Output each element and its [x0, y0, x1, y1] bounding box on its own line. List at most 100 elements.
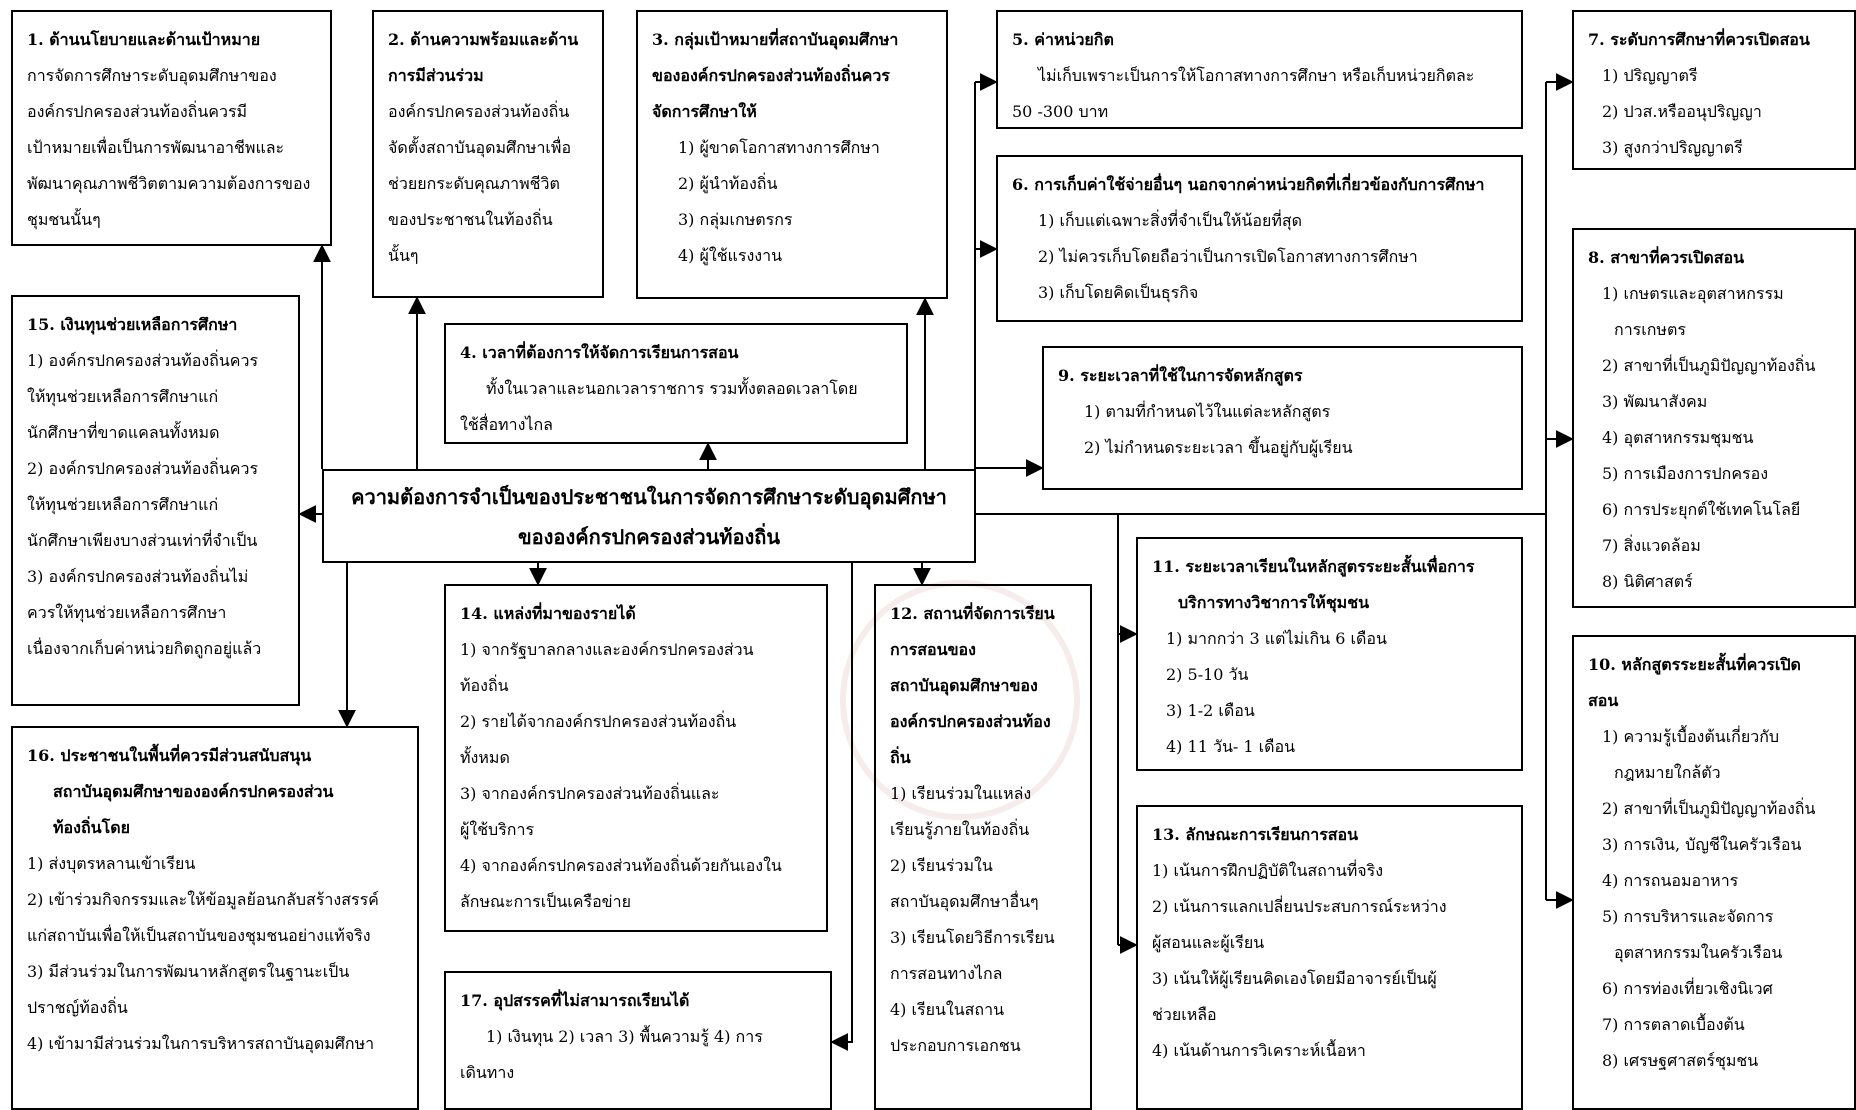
box8-body-2: 2) สาขาที่เป็นภูมิปัญญาท้องถิ่น — [1602, 356, 1816, 375]
box11: 11. ระยะเวลาเรียนในหลักสูตรระยะสั้นเพื่อ… — [1136, 537, 1523, 771]
box17-body-0: 1) เงินทุน 2) เวลา 3) พื้นความรู้ 4) การ — [486, 1027, 763, 1046]
box8-body-4: 4) อุตสาหกรรมชุมชน — [1602, 428, 1754, 447]
box12-body-5: การสอนทางไกล — [890, 964, 1003, 983]
box12-body-2: 2) เรียนร่วมใน — [890, 856, 993, 875]
box15-title-0: 15. เงินทุนช่วยเหลือการศึกษา — [27, 315, 238, 334]
box14-body-4: 3) จากองค์กรปกครองส่วนท้องถิ่นและ — [460, 784, 720, 803]
box4: 4. เวลาที่ต้องการให้จัดการเรียนการสอน ทั… — [444, 323, 908, 444]
box7-body-0: 1) ปริญญาตรี — [1602, 66, 1698, 85]
box8-body-6: 6) การประยุกต์ใช้เทคโนโลยี — [1602, 500, 1801, 519]
box12: 12. สถานที่จัดการเรียน การสอนของ สถาบันอ… — [874, 584, 1092, 1110]
center-main-topic: ความต้องการจำเป็นของประชาชนในการจัดการศึ… — [322, 469, 976, 563]
box15-body-0: 1) องค์กรปกครองส่วนท้องถิ่นควร — [27, 351, 259, 370]
box11-body-1: 2) 5-10 วัน — [1166, 665, 1249, 684]
box15-body-6: 3) องค์กรปกครองส่วนท้องถิ่นไม่ — [27, 567, 249, 586]
box12-body-6: 4) เรียนในสถาน — [890, 1000, 1005, 1019]
box13-body-3: 3) เน้นให้ผู้เรียนคิดเองโดยมีอาจารย์เป็น… — [1152, 969, 1437, 988]
center-title-line1: ความต้องการจำเป็นของประชาชนในการจัดการศึ… — [351, 485, 947, 509]
box5-body-1: 50 -300 บาท — [1012, 102, 1109, 121]
box12-body-4: 3) เรียนโดยวิธีการเรียน — [890, 928, 1055, 947]
box3: 3. กลุ่มเป้าหมายที่สถาบันอุดมศึกษา ขององ… — [636, 10, 948, 299]
box12-body-1: เรียนรู้ภายในท้องถิ่น — [890, 820, 1030, 839]
center-title-line2: ขององค์กรปกครองส่วนท้องถิ่น — [517, 525, 780, 549]
box2-title-0: 2. ด้านความพร้อมและด้าน — [388, 30, 579, 49]
box10: 10. หลักสูตรระยะสั้นที่ควรเปิด สอน 1) คว… — [1572, 635, 1856, 1110]
box16-title-0: 16. ประชาชนในพื้นที่ควรมีส่วนสนับสนุน — [27, 746, 312, 765]
box8-body-3: 3) พัฒนาสังคม — [1602, 392, 1708, 411]
box15-body-4: ให้ทุนช่วยเหลือการศึกษาแก่ — [27, 495, 219, 514]
box8-body-0: 1) เกษตรและอุตสาหกรรม — [1602, 284, 1784, 303]
box3-title-1: ขององค์กรปกครองส่วนท้องถิ่นควร — [652, 66, 890, 85]
box12-title-0: 12. สถานที่จัดการเรียน — [890, 604, 1055, 623]
box15-body-8: เนื่องจากเก็บค่าหน่วยกิตถูกอยู่แล้ว — [27, 639, 262, 658]
box13-body-2: ผู้สอนและผู้เรียน — [1152, 933, 1265, 952]
box15-body-1: ให้ทุนช่วยเหลือการศึกษาแก่ — [27, 387, 219, 406]
box10-body-3: 3) การเงิน, บัญชีในครัวเรือน — [1602, 835, 1802, 854]
box6: 6. การเก็บค่าใช้จ่ายอื่นๆ นอกจากค่าหน่วย… — [996, 155, 1523, 322]
box12-title-1: การสอนของ — [890, 640, 976, 659]
box8-body-8: 8) นิติศาสตร์ — [1602, 572, 1693, 591]
box1-title-0: 1. ด้านนโยบายและด้านเป้าหมาย — [27, 30, 261, 49]
box14-body-7: ลักษณะการเป็นเครือข่าย — [460, 892, 631, 911]
box16-title-1: สถาบันอุดมศึกษาขององค์กรปกครองส่วน — [53, 782, 334, 801]
box10-body-4: 4) การถนอมอาหาร — [1602, 871, 1739, 890]
box3-body-1: 2) ผู้นำท้องถิ่น — [678, 174, 778, 193]
box1-body-0: การจัดการศึกษาระดับอุดมศึกษาของ — [27, 66, 277, 85]
box2-body-4: นั้นๆ — [388, 246, 419, 265]
box6-body-0: 1) เก็บแต่เฉพาะสิ่งที่จำเป็นให้น้อยที่สุ… — [1038, 211, 1303, 230]
box10-body-9: 8) เศรษฐศาสตร์ชุมชน — [1602, 1051, 1759, 1070]
box11-body-3: 4) 11 วัน- 1 เดือน — [1166, 737, 1296, 756]
box13-body-4: ช่วยเหลือ — [1152, 1005, 1217, 1024]
box8-body-5: 5) การเมืองการปกครอง — [1602, 464, 1769, 483]
box15-body-7: ควรให้ทุนช่วยเหลือการศึกษา — [27, 603, 227, 622]
box8: 8. สาขาที่ควรเปิดสอน 1) เกษตรและอุตสาหกร… — [1572, 228, 1856, 608]
box11-title-1: บริการทางวิชาการให้ชุมชน — [1178, 593, 1370, 612]
box14-body-5: ผู้ใช้บริการ — [460, 820, 535, 839]
box13-body-5: 4) เน้นด้านการวิเคราะห์เนื้อหา — [1152, 1041, 1366, 1060]
box11-body-2: 3) 1-2 เดือน — [1166, 701, 1255, 720]
box9-title-0: 9. ระยะเวลาที่ใช้ในการจัดหลักสูตร — [1058, 366, 1303, 385]
box4-body-0: ทั้งในเวลาและนอกเวลาราชการ รวมทั้งตลอดเว… — [486, 379, 858, 398]
arrow-to-box17 — [830, 562, 853, 1051]
box5: 5. ค่าหน่วยกิต ไม่เก็บเพราะเป็นการให้โอก… — [996, 10, 1523, 129]
box12-body-3: สถาบันอุดมศึกษาอื่นๆ — [890, 892, 1039, 911]
box3-body-0: 1) ผู้ขาดโอกาสทางการศึกษา — [678, 138, 880, 157]
box12-body-0: 1) เรียนร่วมในแหล่ง — [890, 784, 1032, 803]
box9: 9. ระยะเวลาที่ใช้ในการจัดหลักสูตร 1) ตาม… — [1042, 346, 1523, 490]
box16: 16. ประชาชนในพื้นที่ควรมีส่วนสนับสนุน สถ… — [11, 726, 419, 1110]
background-seal-watermark — [840, 580, 1080, 820]
box1: 1. ด้านนโยบายและด้านเป้าหมาย การจัดการศึ… — [11, 10, 332, 246]
box17: 17. อุปสรรคที่ไม่สามารถเรียนได้ 1) เงินท… — [444, 971, 832, 1110]
box6-body-2: 3) เก็บโดยคิดเป็นธุรกิจ — [1038, 283, 1199, 302]
box10-body-2: 2) สาขาที่เป็นภูมิปัญญาท้องถิ่น — [1602, 799, 1816, 818]
box10-body-8: 7) การตลาดเบื้องต้น — [1602, 1015, 1745, 1034]
box17-title-0: 17. อุปสรรคที่ไม่สามารถเรียนได้ — [460, 991, 690, 1010]
box14-body-3: ทั้งหมด — [460, 748, 510, 767]
box11-body-0: 1) มากกว่า 3 แต่ไม่เกิน 6 เดือน — [1166, 629, 1387, 648]
box14-body-6: 4) จากองค์กรปกครองส่วนท้องถิ่นด้วยกันเอง… — [460, 856, 782, 875]
box16-body-4: ปราชญ์ท้องถิ่น — [27, 998, 128, 1017]
box5-body-0: ไม่เก็บเพราะเป็นการให้โอกาสทางการศึกษา ห… — [1038, 66, 1475, 85]
box12-title-3: องค์กรปกครองส่วนท้อง — [890, 712, 1051, 731]
box12-body-7: ประกอบการเอกชน — [890, 1036, 1021, 1055]
box13: 13. ลักษณะการเรียนการสอน 1) เน้นการฝึกปฏ… — [1136, 805, 1523, 1110]
box17-body-1: เดินทาง — [460, 1063, 515, 1082]
box6-title-0: 6. การเก็บค่าใช้จ่ายอื่นๆ นอกจากค่าหน่วย… — [1012, 175, 1485, 194]
box1-body-3: พัฒนาคุณภาพชีวิตตามความต้องการของ — [27, 174, 311, 193]
box14-body-2: 2) รายได้จากองค์กรปกครองส่วนท้องถิ่น — [460, 712, 737, 731]
box16-body-0: 1) ส่งบุตรหลานเข้าเรียน — [27, 854, 196, 873]
box12-title-4: ถิ่น — [890, 748, 911, 767]
box11-title-0: 11. ระยะเวลาเรียนในหลักสูตรระยะสั้นเพื่อ… — [1152, 557, 1475, 576]
box1-body-2: เป้าหมายเพื่อเป็นการพัฒนาอาชีพและ — [27, 138, 285, 157]
box2-body-3: ของประชาชนในท้องถิ่น — [388, 210, 553, 229]
box9-body-0: 1) ตามที่กำหนดไว้ในแต่ละหลักสูตร — [1084, 402, 1331, 421]
box5-title-0: 5. ค่าหน่วยกิต — [1012, 30, 1114, 49]
box1-body-4: ชุมชนนั้นๆ — [27, 210, 101, 229]
box1-body-1: องค์กรปกครองส่วนท้องถิ่นควรมี — [27, 102, 248, 121]
box14-title-0: 14. แหล่งที่มาของรายได้ — [460, 604, 636, 623]
box3-title-2: จัดการศึกษาให้ — [652, 102, 757, 121]
box10-body-5: 5) การบริหารและจัดการ — [1602, 907, 1774, 926]
box9-body-1: 2) ไม่กำหนดระยะเวลา ขึ้นอยู่กับผู้เรียน — [1084, 438, 1353, 457]
box10-body-0: 1) ความรู้เบื้องต้นเกี่ยวกับ — [1602, 727, 1780, 746]
